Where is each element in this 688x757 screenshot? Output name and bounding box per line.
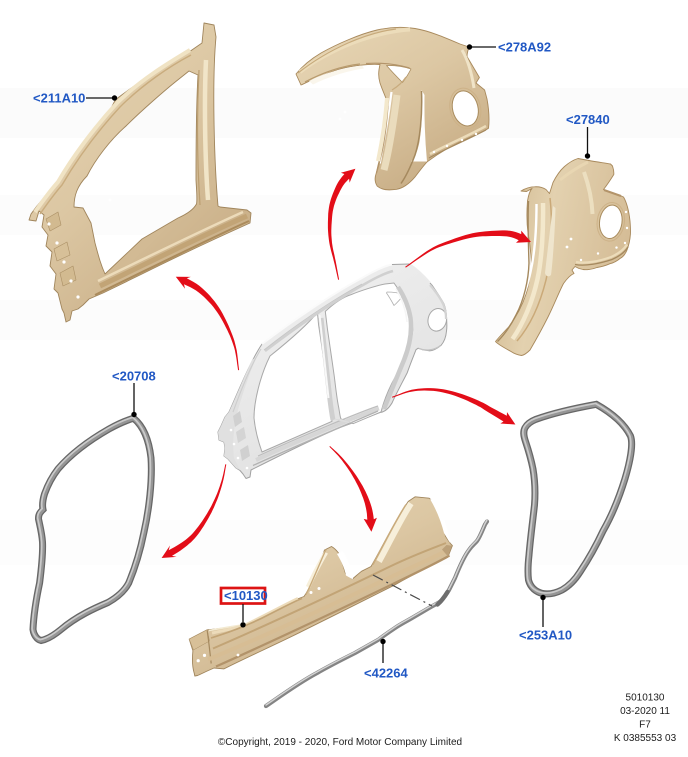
svg-text:<278A92: <278A92 <box>498 40 551 55</box>
svg-text:<42264: <42264 <box>364 666 409 681</box>
svg-text:K 0385553 03: K 0385553 03 <box>614 733 677 744</box>
svg-text:<27840: <27840 <box>566 112 610 127</box>
svg-text:F7: F7 <box>639 720 651 731</box>
svg-text:©Copyright, 2019 - 2020, Ford: ©Copyright, 2019 - 2020, Ford Motor Comp… <box>218 737 462 748</box>
svg-text:<10130: <10130 <box>224 588 268 603</box>
svg-text:<211A10: <211A10 <box>33 91 85 106</box>
svg-text:5010130: 5010130 <box>626 693 665 704</box>
svg-text:03-2020 11: 03-2020 11 <box>620 706 670 717</box>
svg-text:<20708: <20708 <box>112 369 156 384</box>
svg-text:<253A10: <253A10 <box>519 628 572 643</box>
